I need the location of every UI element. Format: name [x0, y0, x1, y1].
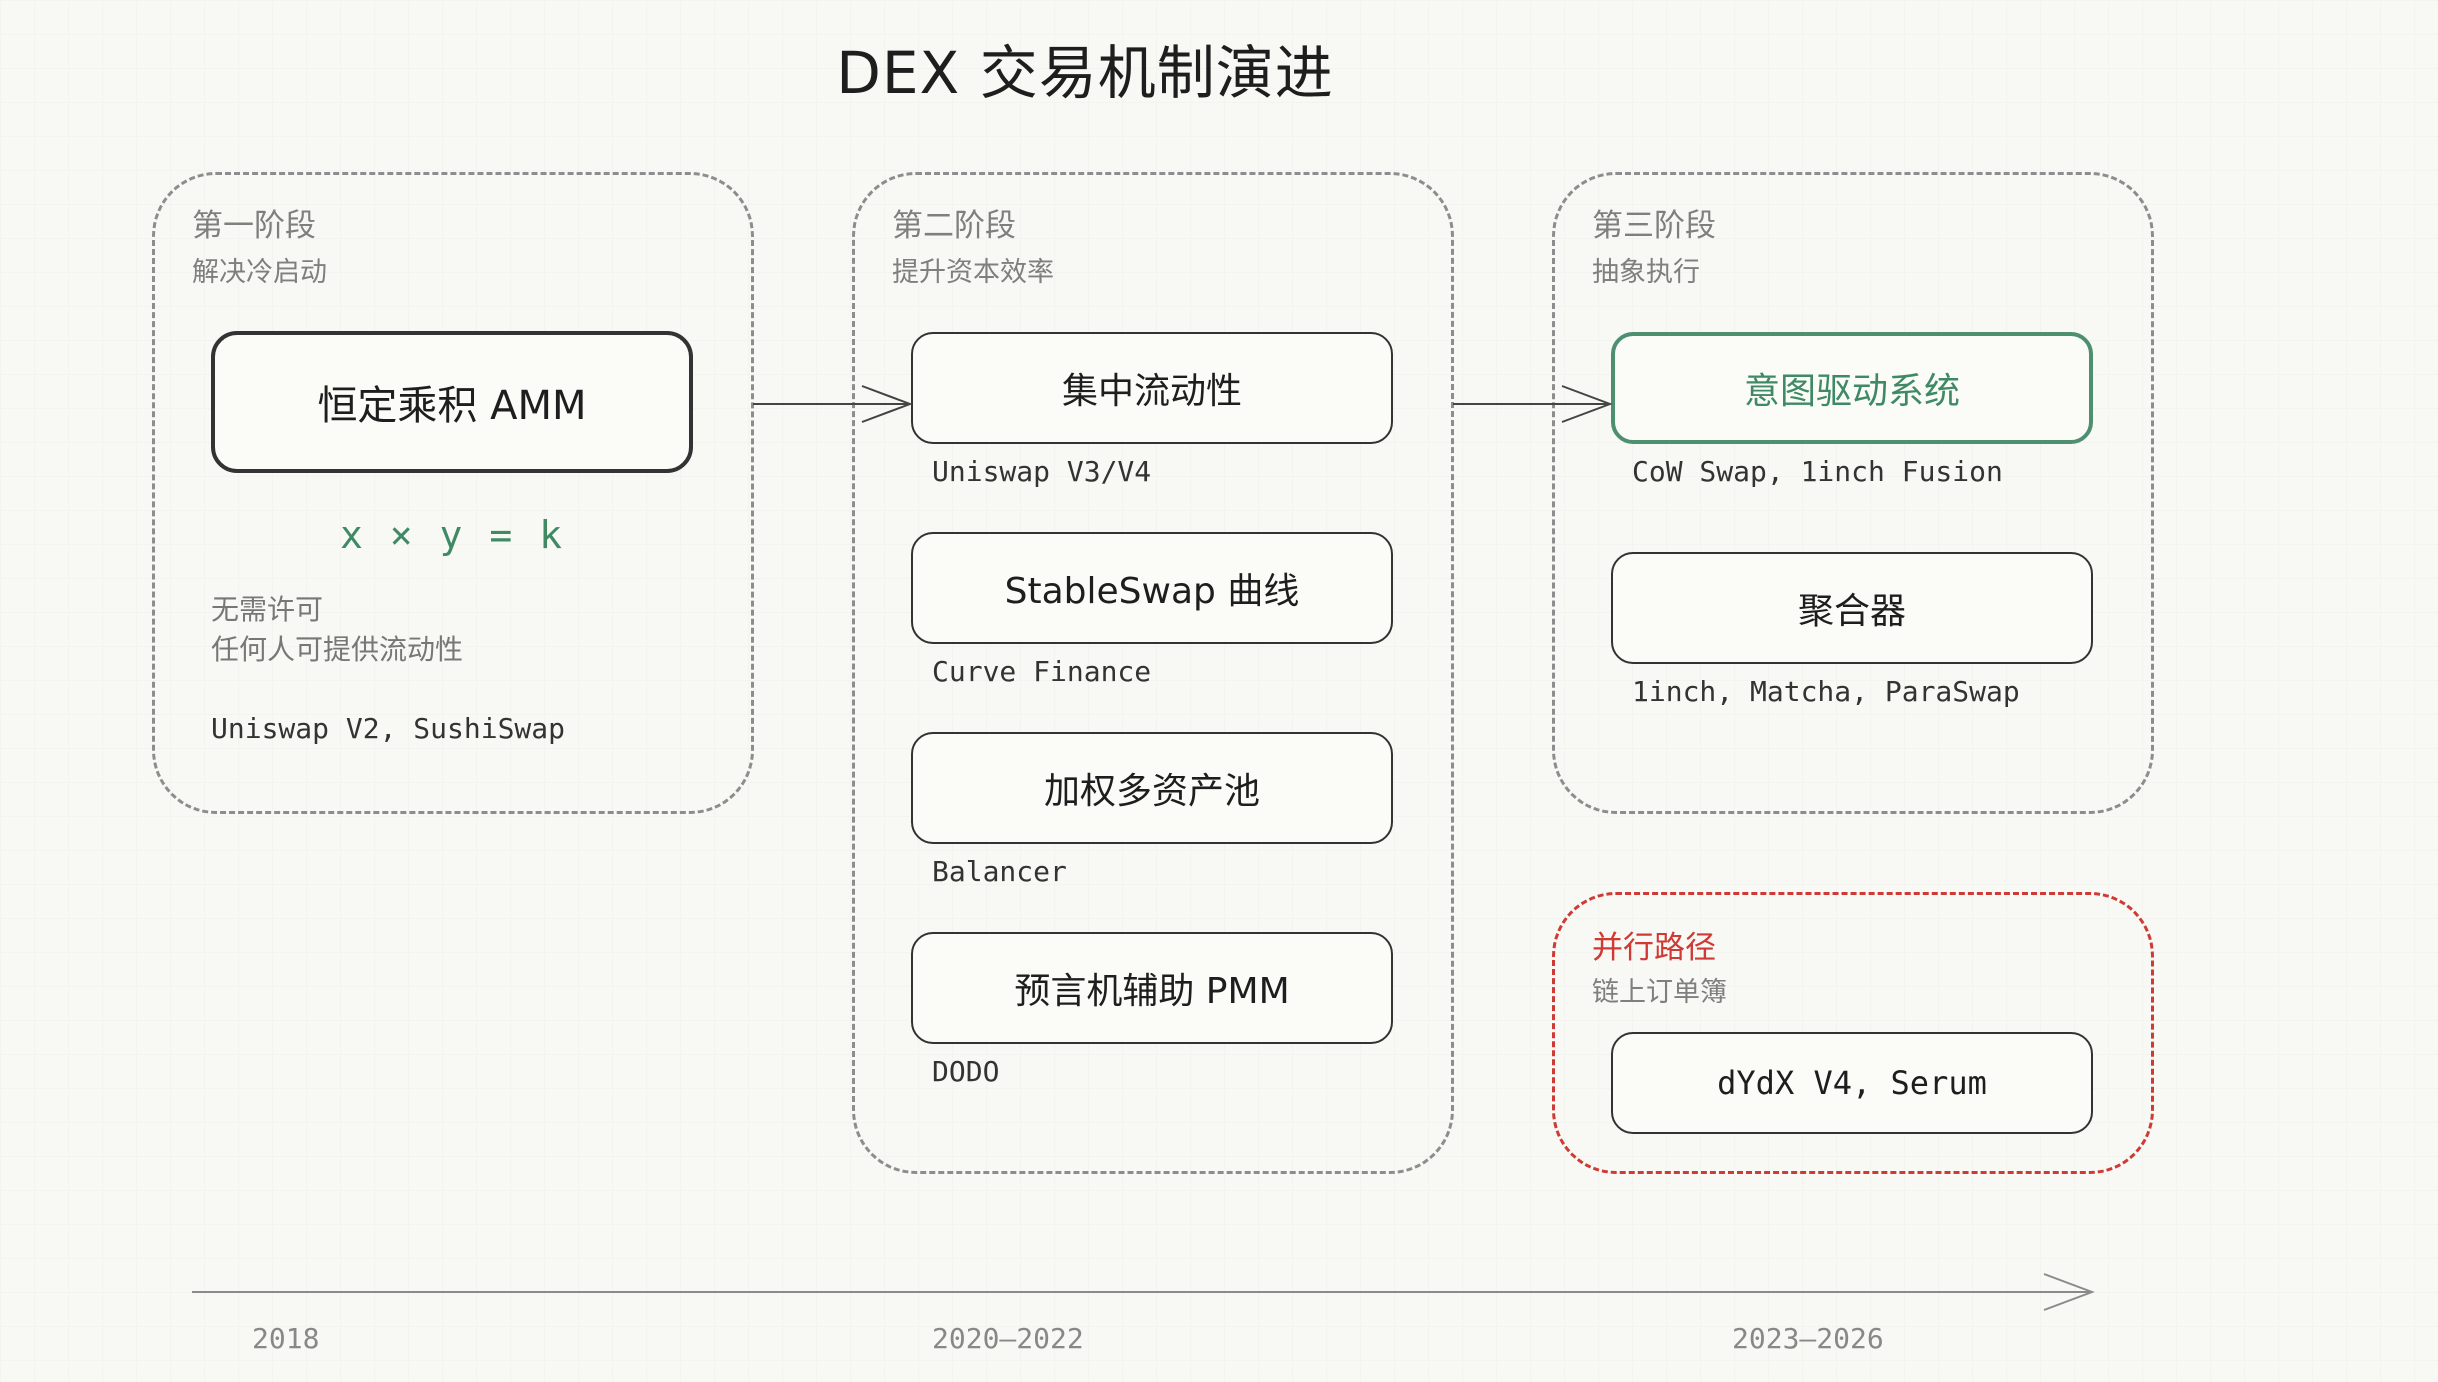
constant-product-amm-box: 恒定乘积 AMM: [211, 331, 693, 473]
stage-1-title: 第一阶段: [192, 208, 316, 244]
intent-driven-box: 意图驱动系统: [1611, 332, 2093, 444]
stage-1-note-liquidity: 任何人可提供流动性: [211, 633, 464, 666]
stage-2-container: [852, 172, 1454, 1174]
stage-3-title: 第三阶段: [1592, 208, 1716, 244]
stage-3-subtitle: 抽象执行: [1592, 257, 1700, 288]
stage-2-subtitle: 提升资本效率: [892, 257, 1054, 288]
arrow-stage1-to-stage2-head: [861, 385, 913, 423]
oracle-pmm-box: 预言机辅助 PMM: [911, 932, 1393, 1044]
page-title: DEX 交易机制演进: [836, 39, 1334, 107]
weighted-pool-example: Balancer: [932, 855, 1067, 888]
stage-1-examples: Uniswap V2, SushiSwap: [211, 712, 566, 745]
formula-xyk: x × y = k: [340, 513, 564, 557]
arrow-stage2-to-stage3-head: [1561, 385, 1613, 423]
aggregator-box: 聚合器: [1611, 552, 2093, 664]
aggregator-example: 1inch, Matcha, ParaSwap: [1632, 675, 2020, 708]
orderbook-examples-box: dYdX V4, Serum: [1611, 1032, 2093, 1134]
timeline-arrow-head: [2043, 1273, 2095, 1311]
stableswap-example: Curve Finance: [932, 655, 1152, 688]
stage-2-title: 第二阶段: [892, 208, 1016, 244]
stage-1-subtitle: 解决冷启动: [192, 257, 327, 288]
parallel-path-container: [1552, 892, 2154, 1174]
stage-1-note-permissionless: 无需许可: [211, 593, 324, 626]
timeline-label-2020-2022: 2020–2022: [932, 1322, 1084, 1355]
parallel-path-subtitle: 链上订单簿: [1592, 977, 1727, 1008]
oracle-pmm-example: DODO: [932, 1055, 1000, 1088]
parallel-path-title: 并行路径: [1592, 930, 1716, 966]
timeline-label-2023-2026: 2023–2026: [1732, 1322, 1884, 1355]
stage-3-container: [1552, 172, 2154, 814]
concentrated-liquidity-box: 集中流动性: [911, 332, 1393, 444]
stableswap-box: StableSwap 曲线: [911, 532, 1393, 644]
weighted-pool-box: 加权多资产池: [911, 732, 1393, 844]
timeline-label-2018: 2018: [252, 1322, 320, 1355]
stage-1-container: [152, 172, 754, 814]
intent-driven-example: CoW Swap, 1inch Fusion: [1632, 455, 2003, 488]
concentrated-liquidity-example: Uniswap V3/V4: [932, 455, 1152, 488]
